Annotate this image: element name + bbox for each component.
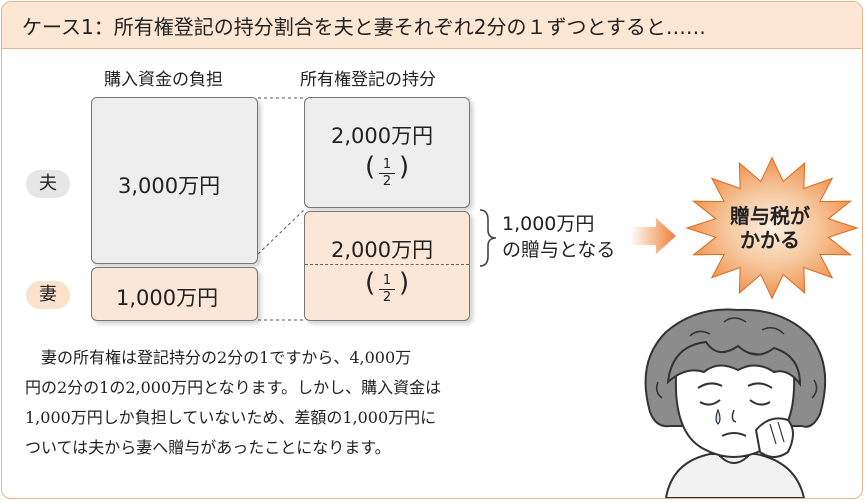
gift-tax-line2: かかる bbox=[740, 228, 800, 252]
gift-result-line: の贈与となる bbox=[502, 239, 616, 261]
wife-fraction-open-paren: ( bbox=[365, 268, 376, 298]
fraction-numerator: 1 bbox=[382, 157, 392, 172]
starburst-badge-icon bbox=[685, 156, 859, 300]
wife-fraction-close-paren: ) bbox=[399, 268, 410, 298]
fraction-denominator: 2 bbox=[382, 174, 392, 189]
right-arrow-icon bbox=[630, 218, 676, 254]
gift-tax-badge-text: 贈与税が かかる bbox=[714, 204, 826, 252]
fraction-bar bbox=[379, 173, 395, 174]
explanation-paragraph: 妻の所有権は登記持分の2分の1ですから、4,000万 円の2分の1の2,000万… bbox=[25, 343, 555, 463]
husband-fraction-open-paren: ( bbox=[365, 152, 376, 182]
header-bar: ケース1：所有権登記の持分割合を夫と妻それぞれ2分の１ずつとすると…… bbox=[2, 2, 862, 49]
worried-woman-illustration bbox=[606, 302, 862, 498]
wife-purchase-box: 1,000万円 bbox=[91, 267, 258, 321]
explanation-line: 1,000万円しか負担していないため、差額の1,000万円に bbox=[25, 408, 437, 427]
gift-tax-line1: 贈与税が bbox=[730, 204, 810, 228]
wife-purchase-amount: 1,000万円 bbox=[116, 286, 219, 310]
explanation-line: 円の2分の1の2,000万円となります。しかし、購入資金は bbox=[25, 378, 442, 397]
husband-label: 夫 bbox=[26, 170, 70, 198]
curly-brace bbox=[479, 209, 497, 267]
wife-ownership-amount: 2,000万円 bbox=[331, 238, 434, 262]
fraction-bar bbox=[379, 289, 395, 290]
husband-fraction-close-paren: ) bbox=[399, 152, 410, 182]
header-title: ケース1：所有権登記の持分割合を夫と妻それぞれ2分の１ずつとすると…… bbox=[22, 15, 706, 39]
wife-label: 妻 bbox=[26, 281, 70, 309]
gift-amount-line: 1,000万円 bbox=[502, 213, 595, 235]
fraction-numerator: 1 bbox=[382, 273, 392, 288]
husband-ownership-fraction: 1 2 bbox=[376, 158, 398, 189]
husband-purchase-amount: 3,000万円 bbox=[118, 174, 221, 198]
explanation-line: ついては夫から妻へ贈与があったことになります。 bbox=[25, 438, 391, 457]
wife-ownership-box: 2,000万円 ( 1 2 ) bbox=[304, 211, 470, 321]
explanation-line: 妻の所有権は登記持分の2分の1ですから、4,000万 bbox=[25, 348, 412, 367]
half-divider bbox=[305, 264, 469, 265]
fraction-denominator: 2 bbox=[382, 290, 392, 305]
purchase-column-label: 購入資金の負担 bbox=[104, 70, 223, 90]
ownership-column-label: 所有権登記の持分 bbox=[300, 70, 436, 90]
wife-ownership-fraction: 1 2 bbox=[376, 274, 398, 305]
husband-ownership-box: 2,000万円 ( 1 2 ) bbox=[304, 97, 470, 208]
husband-purchase-box: 3,000万円 bbox=[91, 97, 258, 264]
husband-ownership-amount: 2,000万円 bbox=[331, 124, 434, 148]
